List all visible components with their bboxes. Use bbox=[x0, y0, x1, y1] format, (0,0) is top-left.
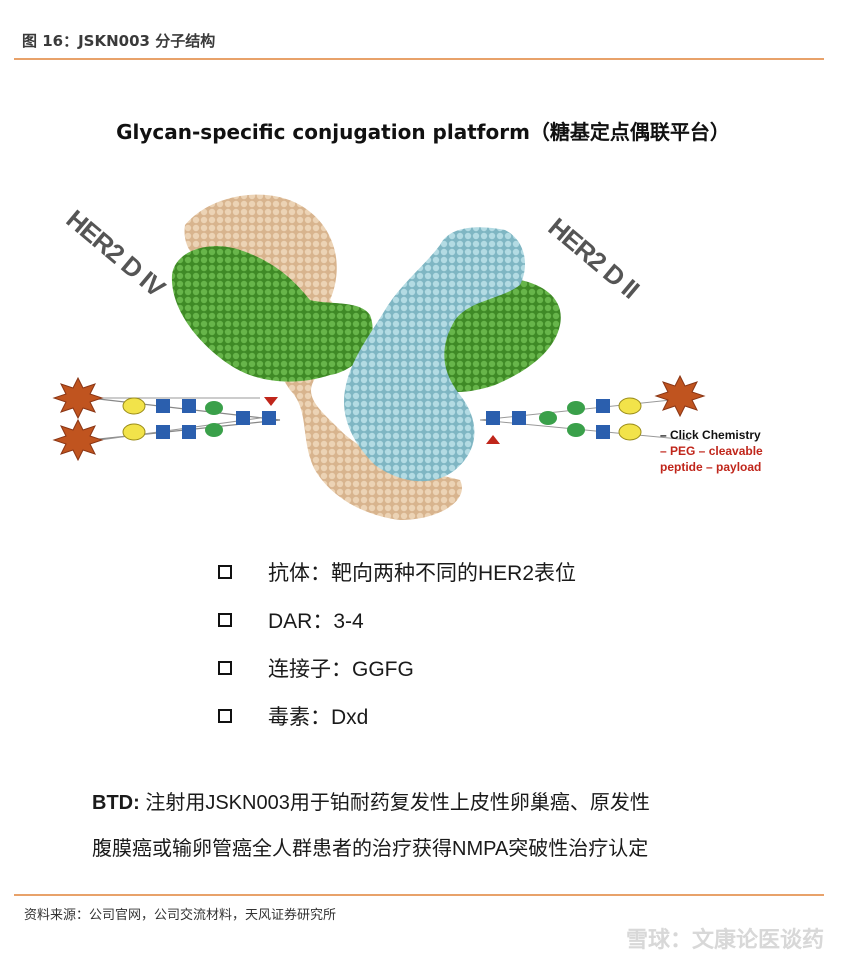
heavy-chain-cyan bbox=[344, 227, 525, 482]
legend-line-1: – Click Chemistry bbox=[660, 428, 761, 442]
btd-line-1: BTD: 注射用JSKN003用于铂耐药复发性上皮性卵巢癌、原发性 bbox=[92, 792, 650, 814]
legend-line-2: – PEG – cleavable bbox=[660, 444, 763, 458]
figure-label: 图 16：JSKN003 分子结构 bbox=[22, 32, 216, 50]
legend-line-3: peptide – payload bbox=[660, 460, 762, 474]
checkbox-square-icon bbox=[218, 661, 232, 675]
bottom-rule bbox=[14, 894, 824, 896]
payload-star-icon bbox=[654, 374, 706, 418]
right-linker bbox=[479, 374, 706, 444]
slide-title: Glycan-specific conjugation platform（糖基定… bbox=[116, 120, 730, 144]
list-item: DAR：3-4 bbox=[218, 596, 576, 644]
list-item: 抗体：靶向两种不同的HER2表位 bbox=[218, 548, 576, 596]
btd-label: BTD: bbox=[92, 792, 140, 814]
adc-molecule-illustration bbox=[52, 194, 706, 520]
feature-list: 抗体：靶向两种不同的HER2表位 DAR：3-4 连接子：GGFG 毒素：Dxd bbox=[218, 548, 576, 740]
light-chain-green-left bbox=[171, 246, 373, 382]
list-item: 连接子：GGFG bbox=[218, 644, 576, 692]
checkbox-square-icon bbox=[218, 709, 232, 723]
checkbox-square-icon bbox=[218, 565, 232, 579]
checkbox-square-icon bbox=[218, 613, 232, 627]
list-item: 毒素：Dxd bbox=[218, 692, 576, 740]
top-rule bbox=[14, 58, 824, 60]
left-linker bbox=[52, 376, 281, 462]
source-note: 资料来源：公司官网，公司交流材料，天风证券研究所 bbox=[24, 908, 337, 923]
btd-line-2: 腹膜癌或输卵管癌全人群患者的治疗获得NMPA突破性治疗认定 bbox=[92, 838, 649, 860]
watermark: 雪球：文康论医谈药 bbox=[625, 928, 824, 953]
payload-star-icon bbox=[52, 376, 104, 462]
